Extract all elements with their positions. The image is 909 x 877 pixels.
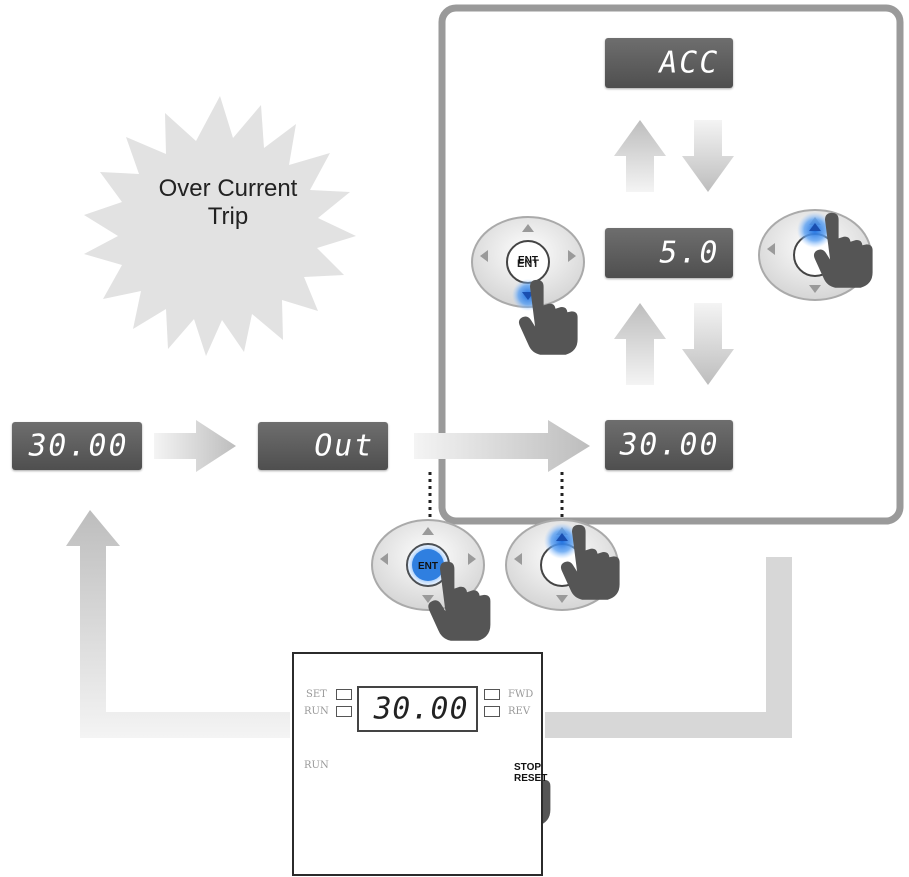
stop-reset-label: STOP RESET	[514, 762, 547, 784]
display-value-text: 5.0	[655, 235, 723, 271]
set-indicator	[336, 689, 352, 700]
display-out: Out	[258, 422, 388, 470]
svg-text:ENT: ENT	[418, 561, 438, 572]
display-acc-text: ACC	[655, 45, 723, 81]
arrow-down-1	[682, 120, 734, 192]
trip-label-line1: Over Current	[158, 175, 298, 202]
display-acc: ACC	[605, 38, 733, 88]
display-out-text: Out	[310, 428, 378, 464]
display-start: 30.00	[12, 422, 142, 470]
arrow-display-to-out	[154, 420, 236, 472]
run-label: RUN	[304, 706, 329, 717]
svg-text:ENT: ENT	[517, 258, 539, 270]
trip-starburst	[84, 96, 356, 356]
ent-label-panel: ENT	[518, 255, 538, 266]
display-start-text: 30.00	[24, 428, 132, 464]
front-panel-display: 30.00	[357, 686, 478, 732]
run-button-label: RUN	[304, 760, 329, 771]
reset-label: RESET	[514, 773, 548, 784]
keypad-up-bottom	[505, 519, 620, 611]
front-panel-display-text: 30.00	[369, 691, 472, 727]
menu-panel-border	[438, 4, 904, 525]
keypad-up-right	[758, 209, 873, 301]
stop-label: STOP	[514, 762, 542, 773]
display-value: 5.0	[605, 228, 733, 278]
trip-label-line2: Trip	[207, 203, 249, 230]
arrow-up-1	[614, 120, 666, 192]
fwd-label: FWD	[508, 689, 534, 700]
arrow-out-to-freq	[414, 420, 590, 472]
display-freq-text: 30.00	[615, 427, 723, 463]
keypad-ent-down: ENT	[471, 216, 585, 355]
rev-indicator	[484, 706, 500, 717]
return-arrow-left	[66, 510, 290, 738]
fwd-indicator	[484, 689, 500, 700]
set-label: SET	[306, 689, 327, 700]
arrow-down-2	[682, 303, 734, 385]
rev-label: REV	[508, 706, 531, 717]
trip-label: Over Current Trip	[128, 175, 328, 231]
return-line-right	[545, 557, 792, 738]
run-indicator	[336, 706, 352, 717]
arrow-up-2	[614, 303, 666, 385]
keypad-ent-bottom: ENT	[371, 519, 491, 641]
front-panel: 30.00 SET RUN FWD REV RUN STOP RESET	[292, 652, 547, 876]
display-freq: 30.00	[605, 420, 733, 470]
